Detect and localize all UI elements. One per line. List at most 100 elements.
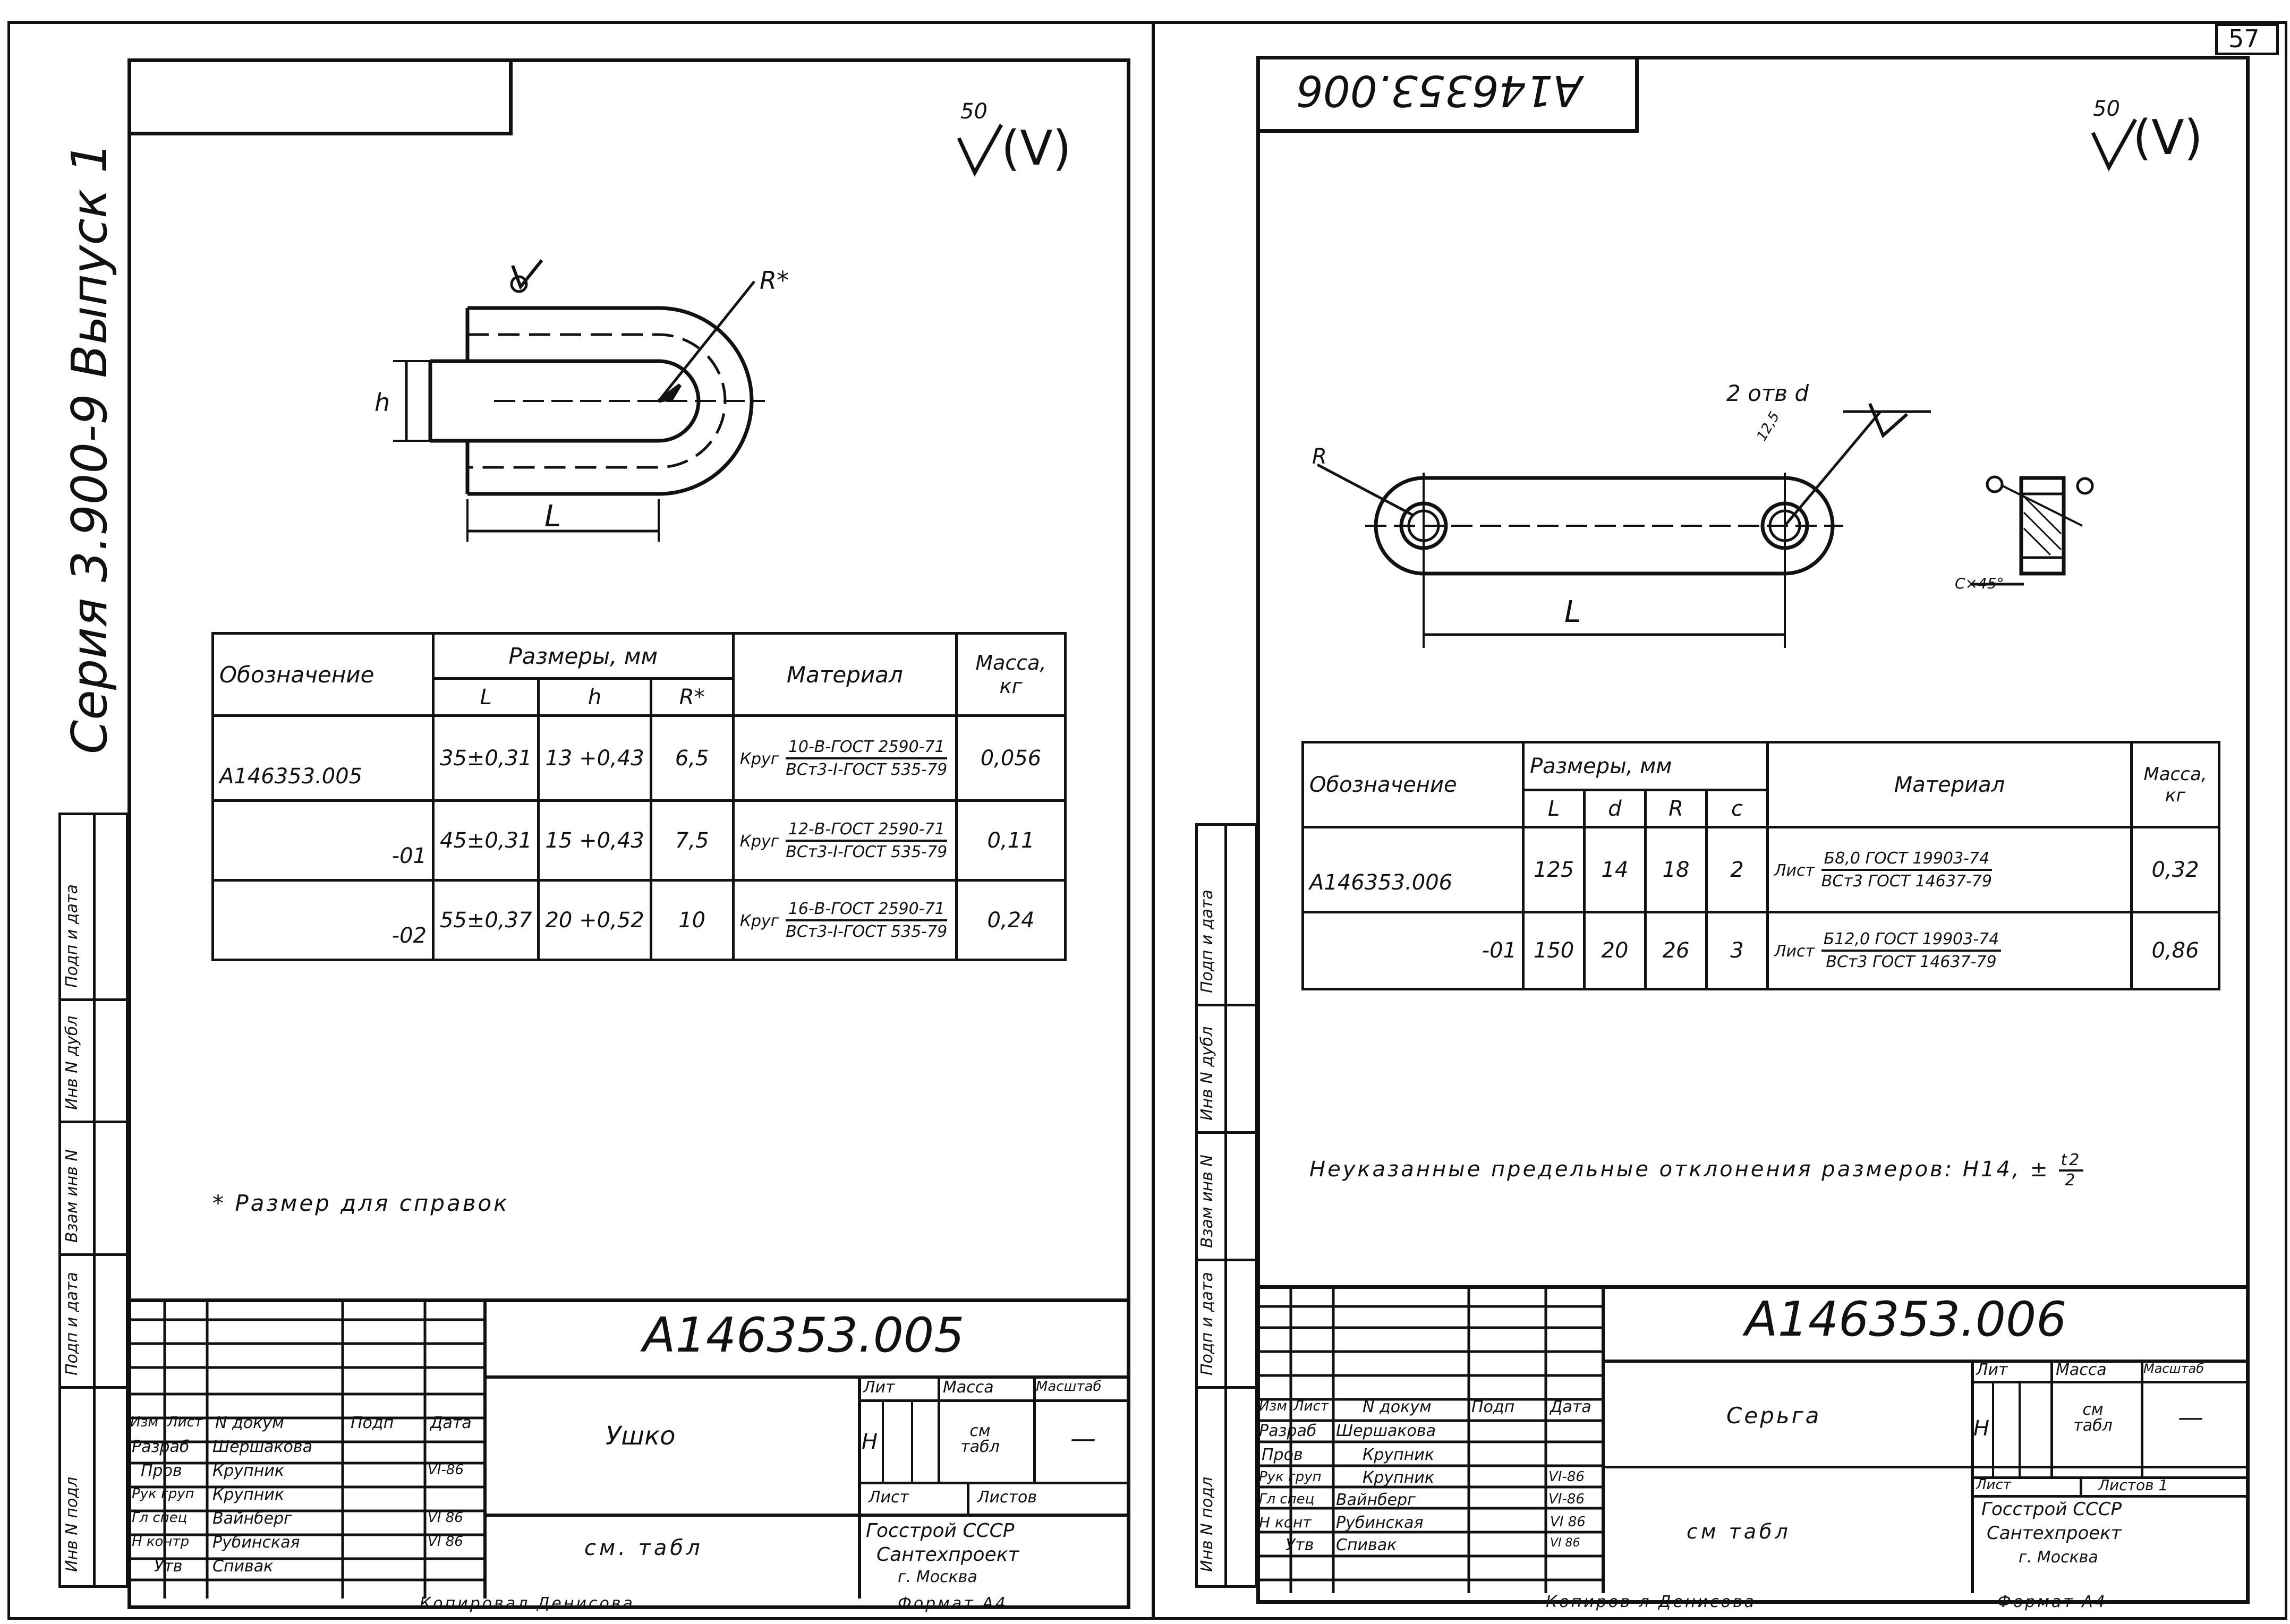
right-title-block: [1256, 1285, 2250, 1597]
date-4: VI 86: [428, 1510, 463, 1526]
roughness-value: 50: [960, 99, 987, 124]
date-4: VI-86: [1548, 1491, 1585, 1507]
tolerance-note-text: Неуказанные предельные отклонения размер…: [1309, 1157, 2050, 1182]
right-corner-stamp: [1256, 56, 1639, 133]
r-margin-field-5: Подп и дата: [1198, 890, 1216, 993]
role-3: Рук груп: [1259, 1469, 1322, 1485]
scale-label: Масштаб: [2143, 1361, 2204, 1376]
row-designation: -01: [211, 799, 435, 882]
lit-label: Лит: [1976, 1361, 2008, 1379]
right-sign-grid: [1256, 1285, 1602, 1593]
org-2: Сантехпроект: [876, 1544, 1019, 1566]
doc-number: А146353.005: [643, 1307, 965, 1363]
role-4: Гл спец: [132, 1510, 188, 1526]
lit-value: Н: [862, 1430, 878, 1454]
role-5: Н контр: [132, 1534, 190, 1550]
r-margin-field-4: Инв N дубл: [1198, 1026, 1216, 1121]
dim-label-l: L: [544, 499, 561, 534]
col-sign: Подп: [351, 1414, 394, 1432]
person-2: Крупник: [212, 1461, 284, 1480]
person-3: Крупник: [212, 1485, 284, 1504]
page-frame: [7, 21, 2287, 1620]
left-spec-table: Обозначение Размеры, мм Материал Масса, …: [211, 632, 1067, 961]
role-2: Пров: [141, 1461, 182, 1480]
org-2: Сантехпроект: [1987, 1523, 2122, 1544]
role-1: Разраб: [132, 1438, 190, 1456]
margin-field-4: Инв N дубл: [63, 1015, 81, 1110]
role-2: Пров: [1262, 1446, 1303, 1464]
person-1: Шершакова: [1336, 1422, 1436, 1440]
col-doc: N докум: [215, 1414, 284, 1432]
mass-value: см табл: [960, 1422, 1000, 1456]
person-3: Крупник: [1363, 1468, 1434, 1487]
org-3: г. Москва: [2019, 1548, 2098, 1567]
left-drawing-frame: [127, 58, 1130, 1609]
header-r: R*: [649, 677, 735, 717]
margin-field-2: Подп и дата: [63, 1272, 81, 1375]
mass-label: Масса: [2056, 1361, 2107, 1379]
center-divider: [1152, 21, 1155, 1620]
header-d: d: [1583, 789, 1647, 828]
material-ref: см. табл: [584, 1536, 703, 1560]
scale-value: —: [1070, 1424, 1096, 1454]
row-d: 14: [1583, 826, 1647, 913]
date-5: VI 86: [1550, 1514, 1586, 1530]
r-margin-field-2: Подп и дата: [1198, 1272, 1216, 1375]
col-list: Лист: [167, 1414, 202, 1430]
row-designation: А146353.005: [211, 714, 435, 802]
date-3: VI-86: [1548, 1469, 1585, 1485]
row-designation: -02: [211, 879, 435, 961]
sheets-label: Листов: [977, 1488, 1037, 1507]
table-row: -01 45±0,31 15 +0,43 7,5 Круг 12-В-ГОСТ …: [211, 799, 1067, 882]
sheet-number-box: [2215, 23, 2279, 55]
person-4: Вайнберг: [212, 1509, 292, 1528]
copied-by: Копировал Денисова: [420, 1594, 635, 1613]
tolerance-note: Неуказанные предельные отклонения размер…: [1309, 1152, 2084, 1189]
role-6: Утв: [154, 1557, 183, 1576]
margin-field-5: Подп и дата: [63, 884, 81, 988]
row-c: 3: [1705, 911, 1769, 990]
header-dimensions: Размеры, мм: [1522, 741, 1769, 791]
header-dimensions: Размеры, мм: [432, 632, 735, 680]
header-mass: Масса, кг: [955, 632, 1067, 717]
col-list: Лист: [1293, 1398, 1329, 1414]
header-r: R: [1644, 789, 1708, 828]
margin-field-3: Взам инв N: [63, 1149, 81, 1243]
col-date: Дата: [430, 1414, 472, 1432]
org-1: Госстрой СССР: [1981, 1499, 2122, 1520]
role-1: Разраб: [1259, 1422, 1317, 1440]
col-date: Дата: [1550, 1398, 1591, 1416]
row-r: 6,5: [649, 714, 735, 802]
part-name: Серьга: [1726, 1403, 1821, 1429]
row-r: 18: [1644, 826, 1708, 913]
table-row: -01 150 20 26 3 Лист Б12,0 ГОСТ 19903-74…: [1301, 911, 2220, 990]
doc-number: А146353.006: [1745, 1292, 2067, 1347]
left-corner-stamp: [127, 58, 513, 135]
left-sign-grid: [127, 1298, 483, 1599]
header-l: L: [1522, 789, 1586, 828]
roughness-paren: (V): [1001, 121, 1071, 176]
org-3: г. Москва: [898, 1568, 977, 1586]
part-name: Ушко: [606, 1421, 676, 1451]
table-row: -02 55±0,37 20 +0,52 10 Круг 16-В-ГОСТ 2…: [211, 879, 1067, 961]
scale-label: Масштаб: [1036, 1379, 1102, 1395]
row-r: 10: [649, 879, 735, 961]
lug-drawing: [393, 259, 765, 542]
header-l: L: [431, 677, 540, 717]
role-4: Гл спец: [1259, 1491, 1315, 1507]
roughness-symbol-right: 50 (V): [2082, 96, 2220, 172]
person-6: Спивак: [212, 1557, 274, 1576]
right-spec-table: Обозначение Размеры, мм Материал Масса, …: [1301, 741, 2220, 990]
header-h: h: [537, 677, 652, 717]
row-l: 55±0,37: [431, 879, 540, 961]
roughness-paren: (V): [2133, 110, 2203, 166]
format: Формат А4: [1997, 1593, 2107, 1611]
row-h: 20 +0,52: [537, 879, 652, 961]
mass-value: см табл: [2073, 1400, 2113, 1435]
row-h: 15 +0,43: [537, 799, 652, 882]
row-designation: А146353.006: [1301, 826, 1525, 913]
copied-by: Копиров л Денисова: [1546, 1593, 1757, 1611]
person-1: Шершакова: [212, 1438, 312, 1456]
row-l: 45±0,31: [431, 799, 540, 882]
